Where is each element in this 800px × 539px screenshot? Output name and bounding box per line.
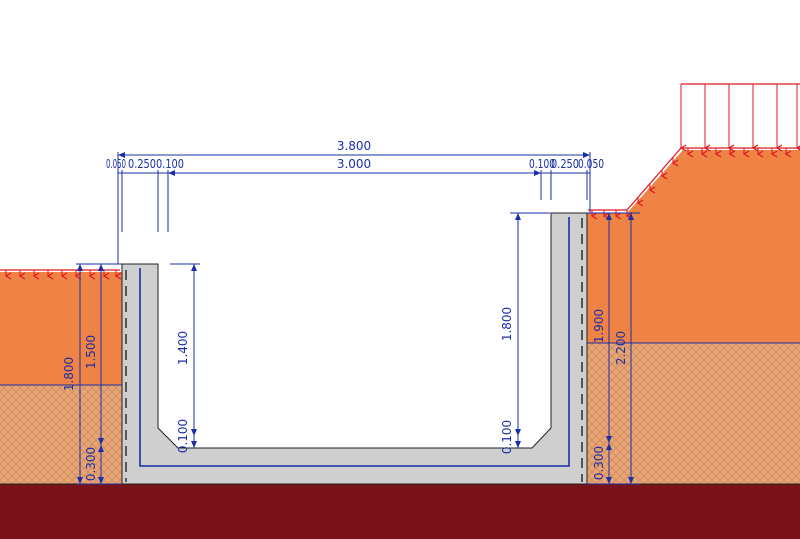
- surface-loads: [0, 83, 800, 276]
- right-inner-height-label: 1.800: [500, 307, 514, 341]
- right-haunch-label: 0.100: [529, 157, 555, 171]
- inner-width-label: 3.000: [337, 157, 371, 171]
- right-upper-soil-layer: [587, 150, 800, 343]
- right-lower-layer-label: 0.300: [592, 446, 606, 480]
- bedrock-layer: [0, 484, 800, 539]
- left-fill-height-label: 1.800: [62, 357, 76, 391]
- left-offset-label: 0.050: [106, 157, 126, 171]
- left-upper-soil-layer: [0, 272, 122, 385]
- right-vertical-dimensions: 1.800 0.100 1.900 0.300 2.200: [500, 212, 640, 485]
- right-upper-layer-label: 1.900: [592, 309, 606, 343]
- left-vertical-dimensions: 1.800 1.500 0.300 1.400 0.100: [62, 263, 200, 485]
- left-haunch-height-label: 0.100: [176, 419, 190, 453]
- concrete-section: [121, 212, 588, 485]
- total-width-label: 3.800: [337, 139, 371, 153]
- right-wall-label: 0.250: [551, 157, 579, 171]
- left-haunch-label: 0.100: [156, 157, 184, 171]
- left-upper-layer-label: 1.500: [84, 335, 98, 369]
- right-haunch-height-label: 0.100: [500, 420, 514, 454]
- left-inner-height-label: 1.400: [176, 331, 190, 365]
- right-surface-load-line: [588, 147, 800, 211]
- right-offset-label: 0.050: [578, 157, 604, 171]
- right-fill-height-label: 2.200: [614, 331, 628, 365]
- left-load-arrows: [6, 270, 116, 276]
- reinforcement-line: [139, 217, 570, 467]
- u-channel: [121, 212, 588, 485]
- right-distributed-load: [681, 83, 800, 154]
- right-lower-soil-layer: [587, 343, 800, 484]
- left-lower-layer-label: 0.300: [84, 447, 98, 481]
- horizontal-dimensions: 3.800 3.000 0.050 0.250 0.100 0.100 0.25…: [106, 139, 604, 264]
- left-lower-soil-layer: [0, 385, 122, 484]
- left-wall-label: 0.250: [128, 157, 156, 171]
